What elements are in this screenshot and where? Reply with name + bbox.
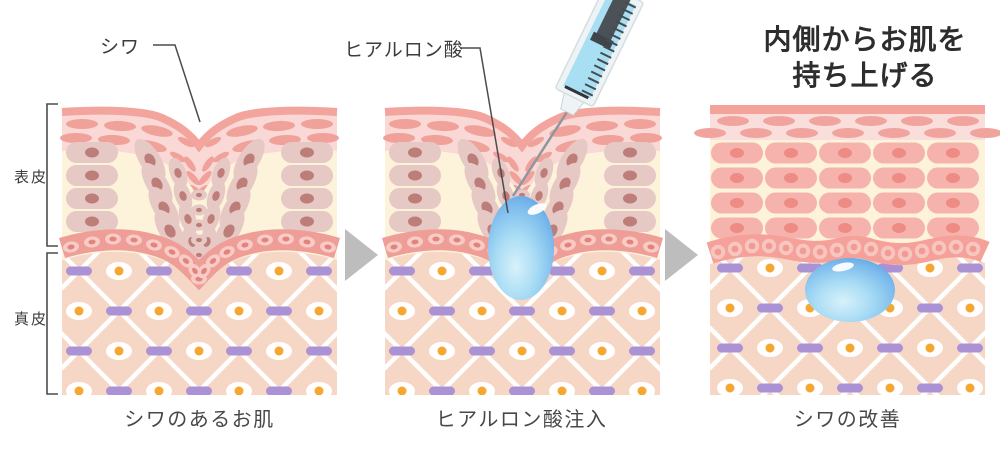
syringe-icon	[555, 0, 662, 116]
caption-improvement: シワの改善	[793, 409, 902, 431]
hyaluronic-leader-line	[461, 47, 509, 214]
panel-injection	[383, 111, 662, 395]
arrow-right-icon	[665, 229, 698, 281]
panel-improved-skin	[694, 105, 1000, 395]
wrinkle-label: シワ	[100, 37, 141, 58]
hyaluronic-acid-label: ヒアルロン酸	[344, 40, 464, 61]
hyaluronic-droplet	[805, 258, 895, 322]
dermis-bracket	[46, 252, 58, 395]
wrinkle-leader-line	[153, 44, 201, 123]
caption-wrinkled-skin: シワのあるお肌	[124, 409, 275, 431]
epidermis-label: 表皮	[14, 169, 49, 186]
headline-line2: 持ち上げる	[792, 60, 938, 92]
headline-line1: 内側からお肌を	[763, 24, 967, 55]
panel-wrinkled-skin	[60, 111, 339, 395]
caption-injection: ヒアルロン酸注入	[435, 409, 608, 431]
dermis-label: 真皮	[14, 311, 49, 328]
headline: 内側からお肌を 持ち上げる	[715, 22, 1000, 95]
arrow-right-icon	[345, 229, 378, 281]
needle-icon	[511, 111, 569, 197]
hyaluronic-droplet	[488, 196, 554, 300]
epidermis-bracket	[46, 103, 58, 247]
